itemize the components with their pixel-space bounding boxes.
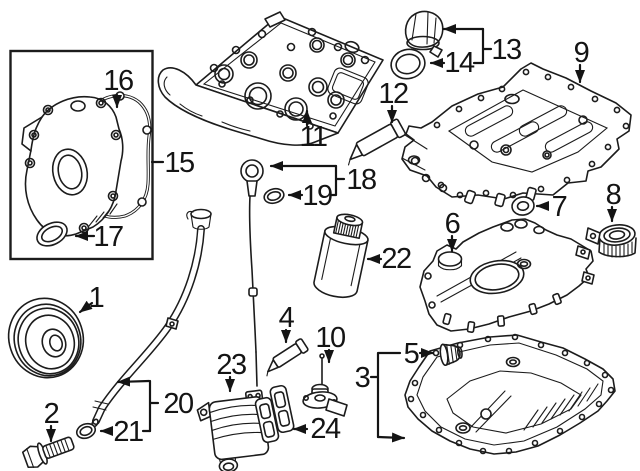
- part-oil-filter: [313, 213, 369, 298]
- callout-23-label[interactable]: 23: [216, 349, 247, 381]
- part-crankshaft-seal: [36, 221, 68, 247]
- part-sealant-tube-small: [266, 338, 309, 377]
- callout-6-label[interactable]: 6: [445, 208, 462, 240]
- callout-21[interactable]: 21: [99, 416, 152, 448]
- callout-8-label[interactable]: 8: [606, 179, 623, 211]
- callout-15-label[interactable]: 15: [164, 147, 195, 179]
- part-oil-cooler-gasket: [254, 384, 295, 444]
- callout-5[interactable]: 5: [404, 338, 435, 370]
- callout-22[interactable]: 22: [366, 243, 412, 275]
- callout-2[interactable]: 2: [44, 398, 61, 443]
- callout-2-label[interactable]: 2: [44, 398, 61, 430]
- callout-14[interactable]: 14: [429, 47, 485, 79]
- callout-6[interactable]: 6: [445, 208, 462, 253]
- callout-8[interactable]: 8: [606, 179, 623, 223]
- callout-15[interactable]: 15: [150, 147, 195, 179]
- part-dipstick-tube-seal: [75, 422, 97, 440]
- callout-10[interactable]: 10: [315, 322, 346, 364]
- part-dipstick-seal: [263, 187, 285, 205]
- callout-18-label[interactable]: 18: [346, 164, 377, 196]
- part-upper-oil-pan: [401, 62, 632, 208]
- callout-13-label[interactable]: 13: [491, 34, 522, 66]
- callout-11[interactable]: 11: [299, 109, 328, 153]
- part-sealant-tube: [347, 118, 406, 166]
- callout-17[interactable]: 17: [74, 221, 124, 253]
- callout-9-label[interactable]: 9: [574, 37, 591, 69]
- callout-20-label[interactable]: 20: [163, 388, 194, 420]
- part-baffle-plate: [419, 218, 595, 333]
- callout-17-label[interactable]: 17: [93, 221, 124, 253]
- callout-16-label[interactable]: 16: [103, 65, 134, 97]
- part-oil-cooler: [196, 389, 270, 471]
- callout-10-label[interactable]: 10: [315, 322, 346, 354]
- part-lower-oil-pan: [404, 333, 616, 455]
- callout-4[interactable]: 4: [279, 302, 297, 344]
- part-filler-cap-seal: [390, 48, 426, 80]
- part-timing-cover: [21, 95, 124, 237]
- callout-18[interactable]: 18: [269, 161, 377, 197]
- callout-7[interactable]: 7: [535, 191, 569, 223]
- callout-1[interactable]: 1: [78, 282, 106, 314]
- callout-24[interactable]: 24: [292, 413, 342, 445]
- part-seal-ring: [511, 196, 535, 216]
- callout-23[interactable]: 23: [216, 349, 247, 393]
- part-dipstick-tube: [91, 208, 212, 428]
- part-pulley-bolt: [21, 436, 75, 469]
- assembly-box: [9, 49, 154, 261]
- callout-19[interactable]: 19: [287, 180, 333, 212]
- part-oil-level-sensor: [302, 353, 348, 417]
- part-oil-filler-cap: [404, 10, 444, 58]
- part-oil-drain-plug: [439, 343, 463, 367]
- callout-22-label[interactable]: 22: [381, 243, 412, 275]
- callout-4-label[interactable]: 4: [279, 302, 297, 334]
- callout-5-label[interactable]: 5: [404, 338, 421, 370]
- callout-24-label[interactable]: 24: [310, 413, 342, 445]
- callout-14-label[interactable]: 14: [444, 47, 476, 79]
- callout-1-label[interactable]: 1: [89, 282, 106, 314]
- part-crankshaft-pulley: [7, 297, 85, 379]
- callout-20[interactable]: 20: [116, 376, 194, 433]
- callout-16[interactable]: 16: [103, 65, 134, 109]
- callout-7-label[interactable]: 7: [552, 191, 569, 223]
- callout-19-label[interactable]: 19: [302, 180, 333, 212]
- callout-13[interactable]: 13: [442, 24, 522, 66]
- part-valve-cover: [157, 11, 384, 146]
- part-valve-cap: [585, 224, 637, 258]
- callout-3-label[interactable]: 3: [355, 362, 372, 394]
- callout-9[interactable]: 9: [574, 37, 591, 84]
- callout-3[interactable]: 3: [355, 351, 406, 443]
- callout-11-label[interactable]: 11: [299, 121, 328, 153]
- callout-21-label[interactable]: 21: [113, 416, 144, 448]
- callout-12[interactable]: 12: [378, 78, 409, 124]
- callout-12-label[interactable]: 12: [378, 78, 409, 110]
- part-oil-dipstick: [240, 159, 264, 387]
- part-timing-cover-assembly: [9, 49, 154, 261]
